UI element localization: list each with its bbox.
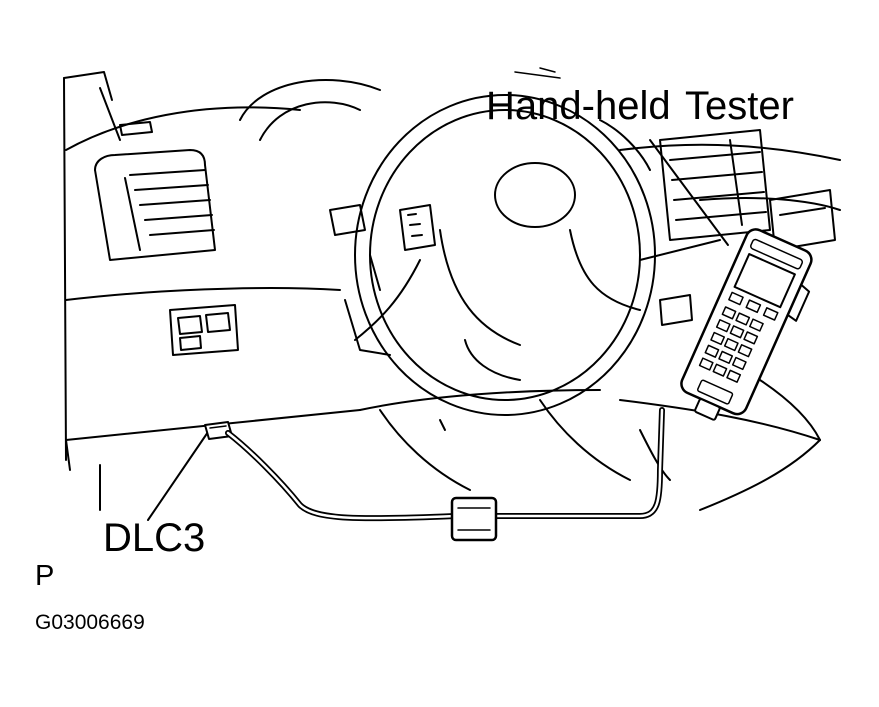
tester-cable [225,407,665,522]
dlc3-leader-line [147,431,209,521]
dlc3-label: DLC3 [103,516,206,560]
steering-wheel [354,94,656,416]
switch-panel [169,304,239,356]
lower-panel [379,399,671,491]
steering-column [329,204,391,356]
view-marker-label: P [35,560,55,592]
center-console [659,129,836,326]
windshield-lines [63,67,561,461]
dashboard-outline [65,106,841,511]
left-air-vent [94,121,216,261]
instrument-cluster [239,79,651,171]
hand-held-tester-label: Hand-held Tester [486,84,794,128]
tester-leader-line [649,139,729,246]
cable-adapter [450,496,498,542]
hand-held-tester-device [680,228,813,421]
figure-code-label: G03006669 [35,611,145,634]
